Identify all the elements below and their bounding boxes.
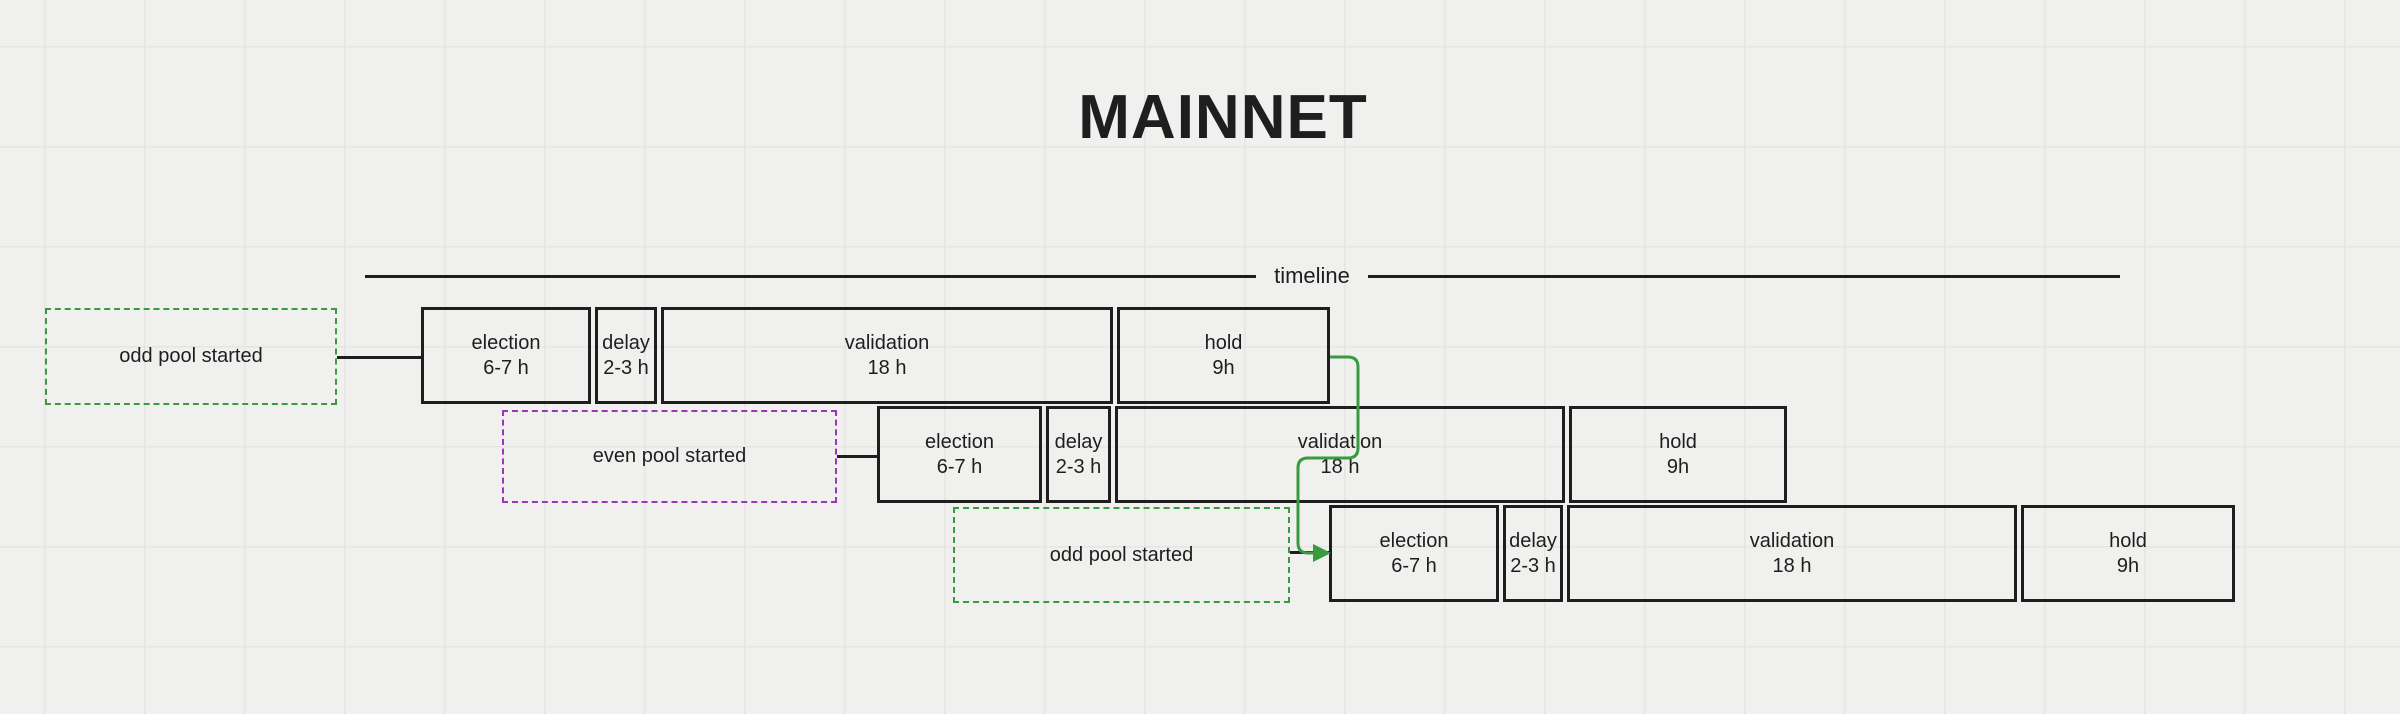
phase-box-delay-row2[interactable]: delay 2-3 h	[1046, 406, 1111, 503]
timeline-line-left[interactable]	[365, 275, 1256, 278]
pool-label: even pool started	[592, 445, 747, 467]
phase-box-validation-row1[interactable]: validation 18 h	[661, 307, 1113, 404]
phase-duration: 6-7 h	[1391, 554, 1437, 577]
phase-duration: 18 h	[1772, 554, 1812, 577]
phase-box-election-row3[interactable]: election 6-7 h	[1329, 505, 1499, 602]
phase-name: hold	[1659, 430, 1697, 453]
phase-duration: 9h	[1666, 455, 1690, 478]
phase-box-hold-row3[interactable]: hold 9h	[2021, 505, 2235, 602]
phase-box-hold-row1[interactable]: hold 9h	[1117, 307, 1330, 404]
pool-box-odd-1[interactable]: odd pool started	[45, 308, 337, 405]
diagram-title[interactable]: MAINNET	[1078, 83, 1368, 152]
phase-name: election	[1379, 529, 1449, 552]
phase-duration: 2-3 h	[603, 356, 649, 379]
phase-duration: 18 h	[867, 356, 907, 379]
phase-box-delay-row1[interactable]: delay 2-3 h	[595, 307, 657, 404]
phase-name: delay	[1054, 430, 1103, 453]
timeline-label[interactable]: timeline	[1274, 263, 1350, 288]
phase-box-election-row1[interactable]: election 6-7 h	[421, 307, 591, 404]
phase-duration: 6-7 h	[483, 356, 529, 379]
phase-name: validation	[1749, 529, 1835, 552]
phase-box-validation-row2[interactable]: validation 18 h	[1115, 406, 1565, 503]
phase-name: delay	[602, 331, 650, 354]
connector-pool2-row2[interactable]	[837, 455, 877, 458]
phase-duration: 9h	[1212, 356, 1235, 379]
phase-box-hold-row2[interactable]: hold 9h	[1569, 406, 1787, 503]
pool-box-odd-2[interactable]: odd pool started	[953, 507, 1290, 603]
phase-box-delay-row3[interactable]: delay 2-3 h	[1503, 505, 1563, 602]
phase-box-validation-row3[interactable]: validation 18 h	[1567, 505, 2017, 602]
phase-name: delay	[1509, 529, 1557, 552]
connector-pool3-row3[interactable]	[1290, 551, 1329, 554]
phase-duration: 9h	[2116, 554, 2140, 577]
phase-name: hold	[1204, 331, 1243, 354]
phase-duration: 2-3 h	[1510, 554, 1556, 577]
phase-duration: 2-3 h	[1055, 455, 1102, 478]
phase-name: validation	[844, 331, 930, 354]
timeline-line-right[interactable]	[1368, 275, 2120, 278]
pool-label: odd pool started	[119, 345, 263, 367]
phase-box-election-row2[interactable]: election 6-7 h	[877, 406, 1042, 503]
pool-box-even[interactable]: even pool started	[502, 410, 837, 503]
phase-name: election	[471, 331, 541, 354]
phase-name: validation	[1297, 430, 1383, 453]
phase-duration: 6-7 h	[936, 455, 983, 478]
phase-duration: 18 h	[1320, 455, 1360, 478]
pool-label: odd pool started	[1049, 543, 1194, 566]
phase-name: hold	[2109, 529, 2147, 552]
phase-name: election	[925, 430, 994, 453]
connector-pool1-row1[interactable]	[337, 356, 421, 359]
